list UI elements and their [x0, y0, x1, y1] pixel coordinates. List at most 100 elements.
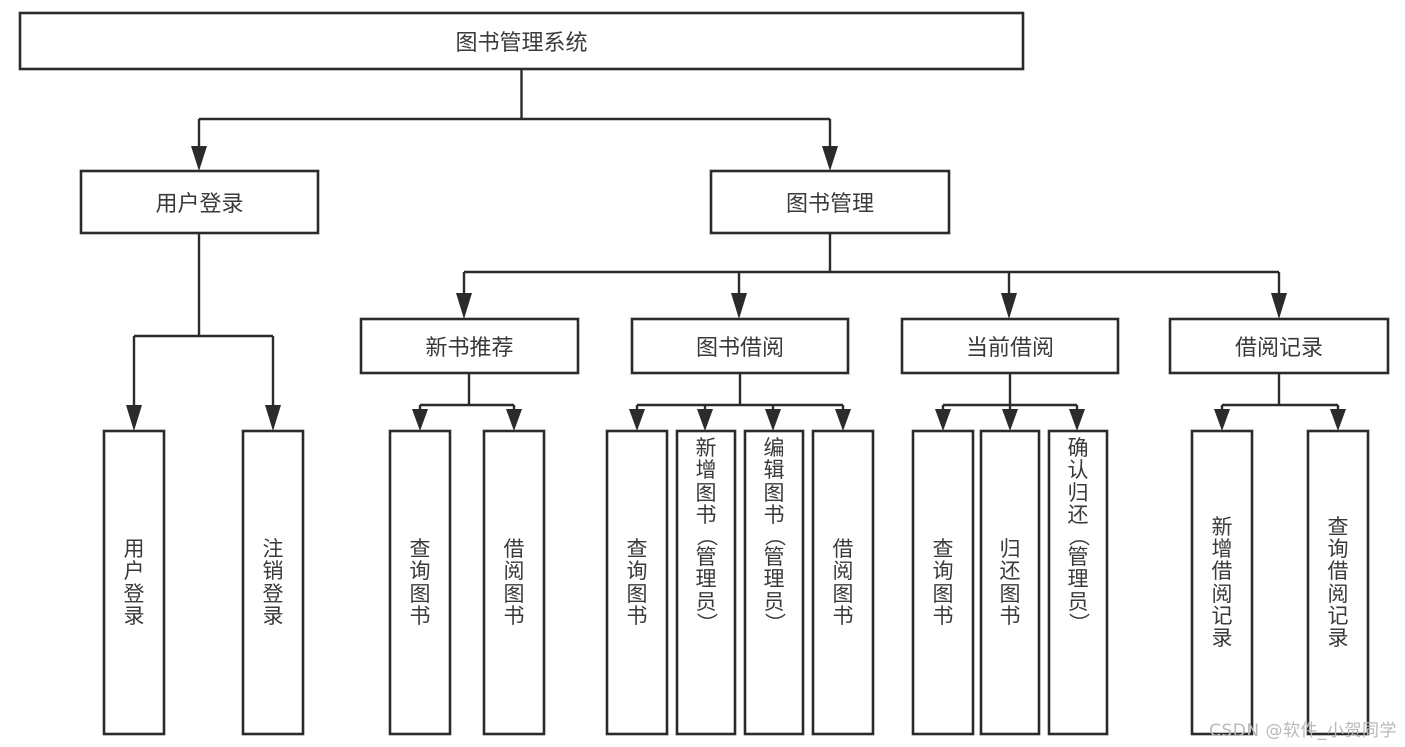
leaf-label-char: 登 — [262, 581, 284, 606]
leaf-label-book-borrow-3: 借阅图书 — [813, 431, 873, 734]
leaf-label-char: 图 — [695, 480, 717, 505]
arrow-head-icon — [935, 409, 951, 431]
arrow-head-icon — [765, 409, 781, 431]
node-current-borrow-box[interactable] — [900, 317, 1120, 375]
node-current-borrow-label: 当前借阅 — [965, 336, 1054, 361]
leaf-label-char: 用 — [123, 537, 145, 561]
node-book-manage-box[interactable] — [709, 169, 951, 235]
node-book-manage-label: 图书管理 — [785, 192, 874, 217]
leaf-label-char: 还 — [1067, 502, 1089, 527]
arrow-head-icon — [1002, 409, 1018, 431]
arrow-head-icon — [456, 293, 472, 319]
node-borrow-record-label: 借阅记录 — [1234, 336, 1323, 361]
node-new-book-box[interactable] — [359, 317, 580, 375]
leaf-label-char: 图 — [832, 581, 854, 606]
leaf-label-char: 记 — [1211, 603, 1233, 628]
leaf-label-char: 查 — [409, 537, 431, 561]
leaf-label-char: 员 — [763, 589, 785, 614]
leaf-label-char: ） — [694, 612, 718, 634]
leaf-label-char: 借 — [832, 537, 854, 561]
leaf-label-char: （ — [1066, 525, 1090, 547]
arrow-head-icon — [265, 405, 281, 431]
leaf-label-char: 书 — [999, 603, 1021, 628]
leaf-label-char: 录 — [123, 603, 145, 628]
leaf-label-char: 阅 — [1327, 581, 1349, 606]
node-user-login-box[interactable] — [79, 169, 320, 235]
leaf-label-char: 确 — [1067, 436, 1089, 460]
leaf-label-new-book-1: 借阅图书 — [484, 431, 544, 734]
leaf-label-char: ） — [762, 612, 786, 634]
leaf-label-char: 归 — [999, 537, 1021, 561]
leaf-label-char: 理 — [695, 567, 717, 592]
leaf-label-char: 理 — [763, 567, 785, 592]
leaf-label-char: 查 — [932, 537, 954, 561]
leaf-label-char: 编 — [763, 436, 785, 460]
leaf-label-borrow-record-0: 新增借阅记录 — [1192, 431, 1252, 734]
leaf-box-book-borrow-2[interactable] — [743, 429, 805, 736]
arrow-head-icon — [731, 293, 747, 319]
node-user-login-label: 用户登录 — [155, 192, 244, 217]
leaf-label-char: 图 — [409, 581, 431, 606]
leaf-label-new-book-0: 查询图书 — [390, 431, 450, 734]
arrow-head-icon — [629, 409, 645, 431]
leaf-box-user-login-1[interactable] — [241, 429, 305, 736]
leaf-label-char: 户 — [123, 559, 145, 584]
leaf-label-char: 阅 — [1211, 581, 1233, 606]
arrow-head-icon — [1001, 293, 1017, 319]
leaf-label-current-borrow-1: 归还图书 — [981, 431, 1039, 734]
connector-group-current-borrow — [935, 373, 1085, 431]
leaf-box-book-borrow-0[interactable] — [605, 429, 669, 736]
node-root-box[interactable] — [18, 11, 1025, 71]
leaf-label-char: 书 — [832, 603, 854, 628]
leaf-box-current-borrow-1[interactable] — [979, 429, 1041, 736]
leaf-label-char: 管 — [763, 545, 785, 569]
leaf-box-current-borrow-0[interactable] — [911, 429, 975, 736]
leaf-label-char: 书 — [503, 603, 525, 628]
leaf-box-borrow-record-1[interactable] — [1306, 429, 1370, 736]
leaf-label-char: 借 — [1327, 559, 1349, 584]
leaf-box-user-login-0[interactable] — [102, 429, 166, 736]
arrow-head-icon — [1271, 293, 1287, 319]
leaf-box-book-borrow-3[interactable] — [811, 429, 875, 736]
leaf-label-current-borrow-0: 查询图书 — [913, 431, 973, 734]
leaf-label-char: 记 — [1327, 603, 1349, 628]
leaf-label-char: 销 — [262, 559, 284, 584]
leaf-label-char: 注 — [262, 537, 284, 561]
leaf-label-char: 增 — [695, 458, 717, 483]
leaf-label-char: 图 — [763, 480, 785, 505]
leaf-box-book-borrow-1[interactable] — [675, 429, 737, 736]
leaf-box-current-borrow-2[interactable] — [1047, 429, 1109, 736]
leaf-label-book-borrow-2: 编辑图书（管理员） — [745, 431, 803, 734]
connector-group-root — [191, 69, 838, 171]
leaf-label-char: 辑 — [763, 458, 785, 483]
leaf-label-char: 管 — [695, 545, 717, 569]
connector-group-user-login — [126, 233, 281, 431]
leaf-box-new-book-0[interactable] — [388, 429, 452, 736]
arrow-head-icon — [506, 409, 522, 431]
node-borrow-record-box[interactable] — [1168, 317, 1390, 375]
leaf-label-char: 询 — [626, 559, 648, 584]
leaf-label-book-borrow-1: 新增图书（管理员） — [677, 431, 735, 734]
leaf-label-char: 录 — [262, 603, 284, 628]
leaf-label-char: 询 — [932, 559, 954, 584]
node-book-borrow-box[interactable] — [630, 317, 850, 375]
arrow-head-icon — [412, 409, 428, 431]
leaf-label-char: 录 — [1327, 626, 1349, 650]
arrow-head-icon — [697, 409, 713, 431]
leaf-label-char: 询 — [1327, 537, 1349, 561]
leaf-label-char: 书 — [626, 603, 648, 628]
leaf-label-char: 管 — [1067, 545, 1089, 569]
leaf-label-current-borrow-2: 确认归还（管理员） — [1049, 431, 1107, 734]
connector-group-book-manage — [456, 233, 1287, 319]
arrow-head-icon — [191, 146, 207, 171]
leaf-label-char: 新 — [1211, 514, 1233, 539]
leaf-label-borrow-record-1: 查询借阅记录 — [1308, 431, 1368, 734]
leaf-label-char: 查 — [626, 537, 648, 561]
leaf-box-new-book-1[interactable] — [482, 429, 546, 736]
leaf-label-char: 图 — [503, 581, 525, 606]
leaf-box-borrow-record-0[interactable] — [1190, 429, 1254, 736]
leaf-label-char: 书 — [409, 603, 431, 628]
leaf-label-user-login-0: 用户登录 — [104, 431, 164, 734]
leaf-label-char: 借 — [503, 537, 525, 561]
